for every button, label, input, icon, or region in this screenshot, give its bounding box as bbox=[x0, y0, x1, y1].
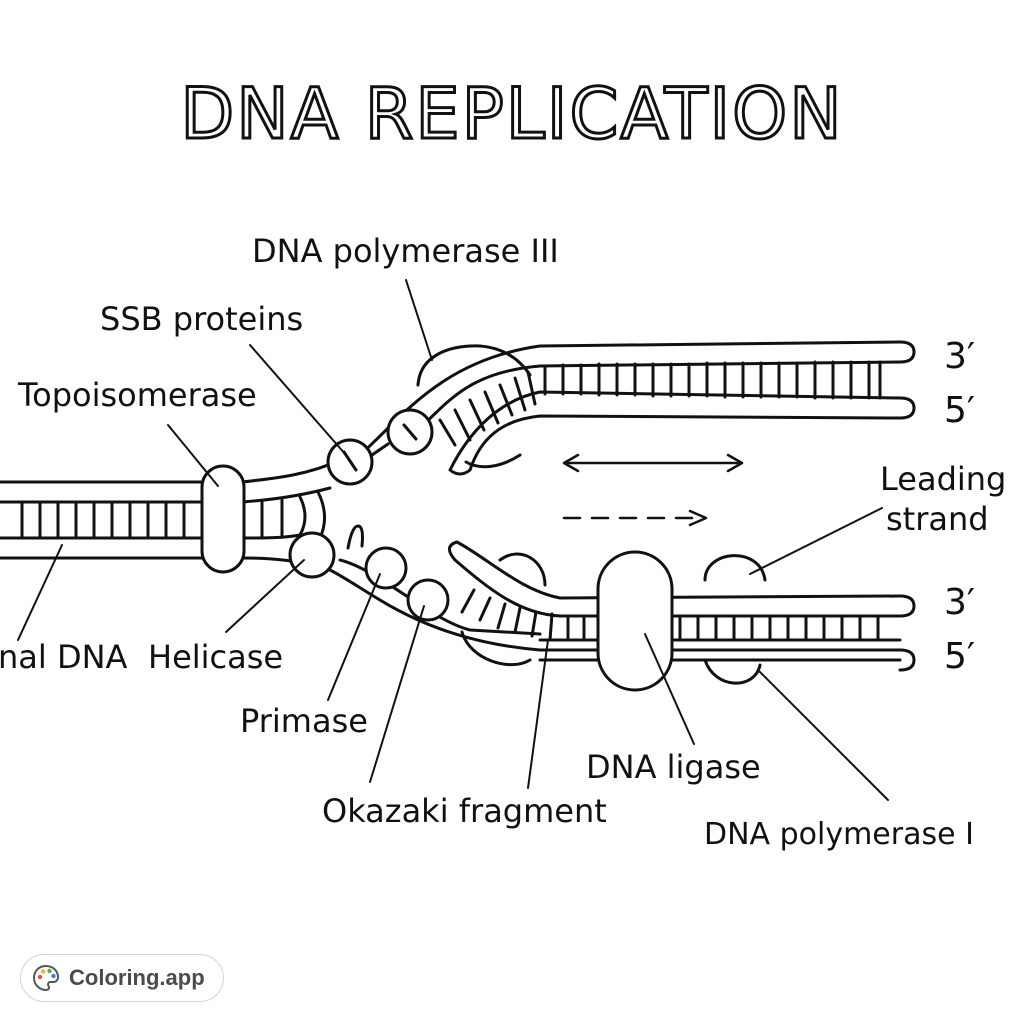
label-primase: Primase bbox=[240, 702, 368, 740]
leading-daughter-dna bbox=[358, 340, 916, 476]
label-leading-strand-2: strand bbox=[886, 500, 989, 538]
label-top-3-prime: 3′ bbox=[944, 336, 975, 377]
lagging-base-pairs bbox=[460, 588, 880, 642]
label-topoisomerase: Topoisomerase bbox=[17, 376, 257, 414]
helicase-enzyme bbox=[288, 531, 336, 579]
ssb-protein-lower-1 bbox=[364, 546, 408, 590]
leading-direction-arrow bbox=[562, 453, 744, 473]
ssb-protein-lower-2 bbox=[406, 578, 450, 622]
palette-icon bbox=[32, 964, 60, 992]
parental-base-pairs bbox=[20, 500, 186, 540]
label-bottom-5-prime: 5′ bbox=[944, 636, 975, 677]
label-okazaki-fragment: Okazaki fragment bbox=[322, 792, 607, 830]
label-ssb-proteins: SSB proteins bbox=[100, 300, 303, 338]
leader-lines bbox=[17, 279, 889, 801]
leading-base-pairs bbox=[438, 360, 882, 447]
brand-name: Coloring.app bbox=[69, 965, 205, 990]
dna-polymerase-lower-1 bbox=[460, 552, 547, 667]
parental-dna bbox=[0, 480, 212, 560]
label-helicase: Helicase bbox=[148, 638, 283, 676]
topoisomerase-enzyme bbox=[200, 464, 246, 574]
label-original-dna: nal DNA bbox=[0, 638, 128, 676]
lagging-direction-arrow bbox=[562, 509, 708, 527]
label-dna-polymerase-i: DNA polymerase I bbox=[704, 817, 974, 852]
dna-polymerase-iii-enzyme bbox=[416, 344, 532, 469]
label-top-5-prime: 5′ bbox=[944, 390, 975, 431]
label-bottom-3-prime: 3′ bbox=[944, 582, 975, 623]
label-leading-strand-1: Leading bbox=[880, 460, 1006, 498]
dna-polymerase-i-enzyme bbox=[703, 554, 767, 685]
coloring-app-badge[interactable]: Coloring.app bbox=[20, 954, 224, 1002]
diagram-title: DNA REPLICATION bbox=[180, 73, 843, 155]
primase-rna-primer bbox=[346, 524, 364, 550]
label-dna-ligase: DNA ligase bbox=[586, 748, 761, 786]
label-dna-polymerase-iii: DNA polymerase III bbox=[252, 232, 559, 270]
